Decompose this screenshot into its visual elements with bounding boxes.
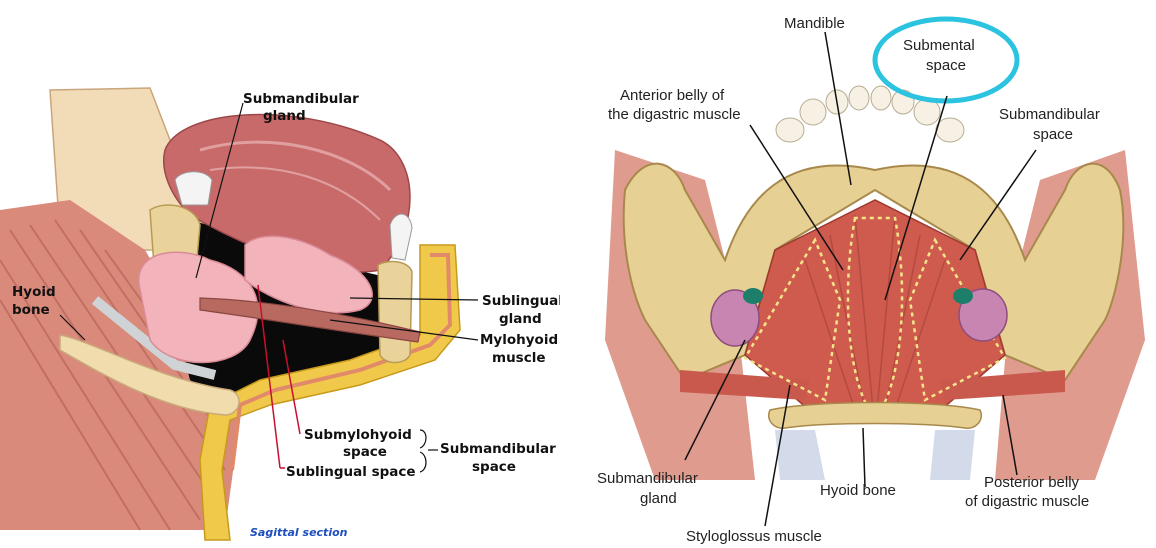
label-submandibular-space-line2: space [472,459,516,475]
label-hyoid-bone-line2: bone [12,302,50,318]
hyoid-bone-shape [769,403,982,429]
tooth-anterior [390,214,412,260]
label-submylohyoid-space-line2: space [343,444,387,460]
label-anterior-belly-line2: the digastric muscle [608,106,741,123]
inferior-view-svg: Mandible Submental space Anterior belly … [585,0,1156,548]
label-mandible: Mandible [784,15,845,32]
tooth-posterior [175,172,212,205]
lower-tissue-left [775,430,825,480]
inferior-view-illustration: Mandible Submental space Anterior belly … [585,0,1156,548]
label-sublingual-gland-line1: Sublingual [482,293,560,309]
label-submylohyoid-space-line1: Submylohyoid [304,427,412,443]
label-submandibular-gland-line1: Submandibular [243,91,359,107]
label-posterior-belly-line1: Posterior belly [984,474,1080,491]
label-submental-space-line2: space [926,57,966,74]
label-sublingual-gland-line2: gland [499,311,542,327]
caption-sagittal-section: Sagittal section [250,526,348,539]
label-mylohyoid-muscle-line1: Mylohyoid [480,332,558,348]
label-anterior-belly-line1: Anterior belly of [620,87,725,104]
lower-tissue-right [930,430,975,480]
sagittal-section-illustration: Submandibular gland Hyoid bone Sublingua… [0,0,560,548]
label-posterior-belly-line2: of digastric muscle [965,493,1089,510]
label-submandibular-gland-line2: gland [263,108,306,124]
label-sublingual-space: Sublingual space [286,464,416,480]
label-submandibular-space-line2: space [1033,126,1073,143]
label-submandibular-gland-line2: gland [640,490,677,507]
label-submandibular-space-line1: Submandibular [440,441,556,457]
sagittal-section-svg: Submandibular gland Hyoid bone Sublingua… [0,0,560,548]
label-submental-space-line1: Submental [903,37,975,54]
label-submandibular-gland-line1: Submandibular [597,470,698,487]
label-mylohyoid-muscle-line2: muscle [492,350,546,366]
label-submandibular-space-line1: Submandibular [999,106,1100,123]
label-hyoid-bone-line1: Hyoid [12,284,56,300]
label-hyoid-bone: Hyoid bone [820,482,896,499]
label-styloglossus-muscle: Styloglossus muscle [686,528,822,545]
bone-cross-section-anterior [378,261,412,362]
